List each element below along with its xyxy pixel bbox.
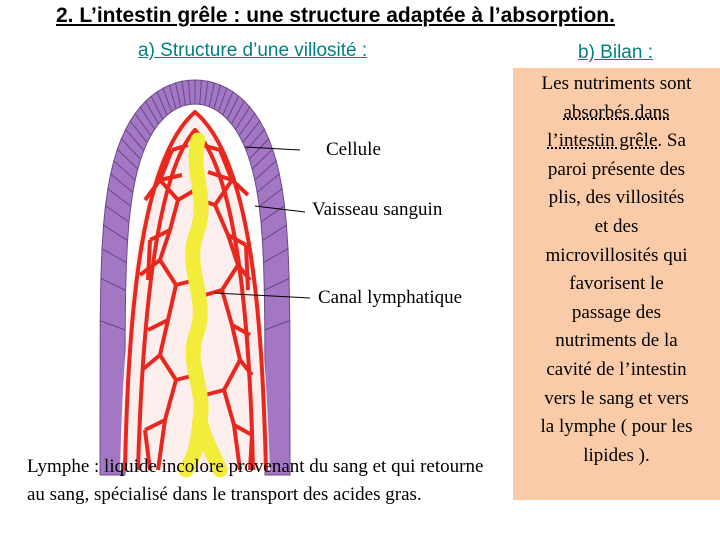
bilan-box	[513, 68, 720, 500]
label-cellule: Cellule	[326, 139, 381, 160]
vaisseau-leader-line	[254, 205, 306, 213]
bilan-line-end: . Sa	[657, 130, 686, 152]
bilan-line: l’intestin grêle. Sa	[513, 127, 720, 156]
epithelial-cell	[264, 319, 291, 476]
blood-vessel-network	[123, 110, 268, 471]
bilan-line: Les nutriments sont	[541, 73, 692, 94]
bilan-line: plis, des villosités	[548, 187, 685, 209]
label-vaisseau-sanguin: Vaisseau sanguin	[312, 199, 443, 220]
section-a-heading: a) Structure d’une villosité :	[138, 40, 368, 61]
epithelial-cell	[187, 79, 196, 105]
bilan-line: et des	[594, 215, 639, 237]
epithelium-cell-layer	[99, 79, 291, 476]
bilan-line: passage des	[571, 301, 662, 323]
bilan-line: lipides ).	[583, 444, 650, 466]
cellule-leader-line	[244, 146, 301, 151]
canal-leader-line	[214, 292, 311, 299]
bilan-line: nutriments de la	[555, 330, 678, 352]
bilan-line: absorbés dans	[563, 101, 670, 123]
section-b-heading: b) Bilan :	[578, 42, 653, 63]
bilan-line-underlined: l’intestin grêle	[547, 130, 658, 152]
lymphe-definition: Lymphe : liquide incolore provenant du s…	[27, 456, 484, 505]
bilan-text: Les nutriments sont absorbés dans l’inte…	[513, 70, 720, 470]
bilan-line: paroi présente des	[547, 158, 686, 180]
bilan-line: vers le sang et vers	[544, 387, 689, 409]
page-title: 2. L’intestin grêle : une structure adap…	[56, 4, 615, 27]
lymphatic-canal	[178, 132, 228, 478]
bilan-line: la lymphe ( pour les	[540, 416, 693, 438]
label-canal-lymphatique: Canal lymphatique	[318, 287, 463, 308]
bilan-line: cavité de l’intestin	[546, 358, 687, 380]
bilan-line: microvillosités qui	[545, 244, 688, 266]
bilan-line: favorisent le	[569, 273, 664, 295]
